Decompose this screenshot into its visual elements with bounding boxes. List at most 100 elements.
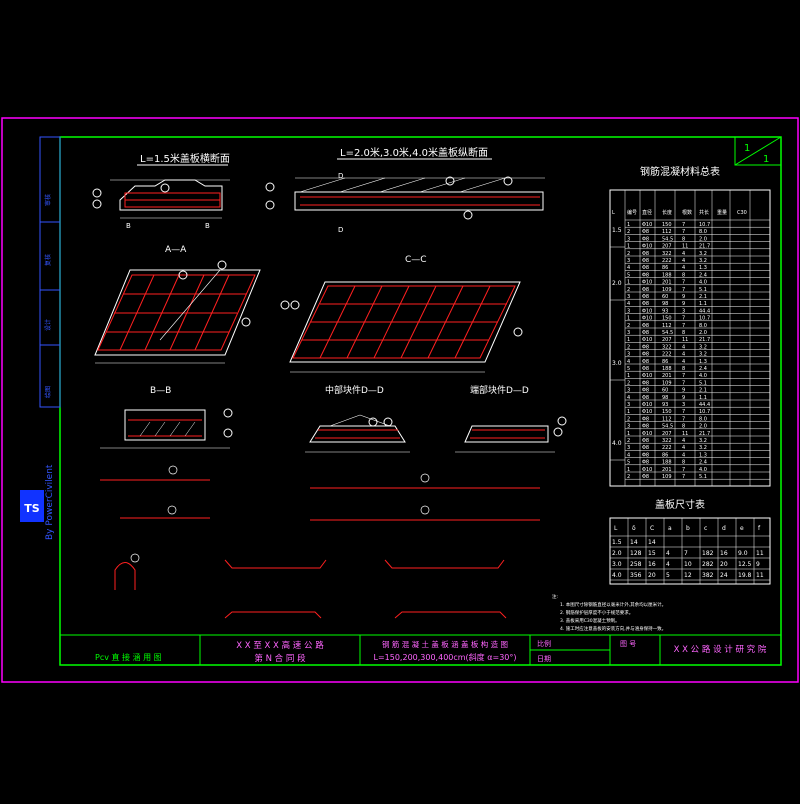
- dimension-cell: 14: [648, 539, 656, 546]
- materials-cell: Φ10: [642, 431, 652, 437]
- materials-header-cell: L: [612, 210, 615, 216]
- institute: X X 公 路 设 计 研 究 院: [674, 644, 767, 655]
- materials-cell: 201: [662, 280, 672, 286]
- materials-cell: 5: [627, 272, 630, 278]
- section-d-mid: 中部块件D—D: [305, 384, 410, 453]
- dimension-cell: 3.0: [612, 561, 622, 568]
- sidebar-cell-4: 绘图: [44, 386, 52, 398]
- materials-cell: 2.4: [699, 460, 707, 466]
- materials-cell: 2.1: [699, 388, 707, 394]
- dimension-cell: 2.0: [612, 550, 622, 557]
- materials-cell: 21.7: [699, 337, 710, 343]
- materials-cell: 4: [682, 352, 685, 358]
- outer-border: [1, 117, 799, 683]
- section-15: L=1.5米盖板横断面 B B: [92, 152, 230, 230]
- materials-cell: 3: [627, 258, 630, 264]
- materials-cell: 4: [682, 344, 685, 350]
- materials-cell: 10.7: [699, 222, 710, 228]
- materials-cell: 1.3: [699, 452, 707, 458]
- dimension-cell: 382: [702, 572, 714, 579]
- materials-cell: 2.4: [699, 366, 707, 372]
- materials-cell: 4: [627, 359, 630, 365]
- materials-cell: Φ8: [642, 460, 649, 466]
- materials-cell: 1: [627, 316, 630, 322]
- materials-cell: 1: [627, 373, 630, 379]
- materials-cell: 7: [682, 316, 685, 322]
- materials-cell: 86: [662, 359, 668, 365]
- materials-cell: 11: [682, 244, 688, 250]
- materials-cell: Φ8: [642, 344, 649, 350]
- stamp-top: 1: [744, 143, 750, 154]
- materials-cell: 3: [627, 388, 630, 394]
- project-line1: X X 至 X X 高 速 公 路: [236, 640, 324, 651]
- materials-cell: Φ8: [642, 294, 649, 300]
- materials-cell: Φ8: [642, 287, 649, 293]
- materials-cell: 4: [682, 438, 685, 444]
- materials-cell: 4: [682, 251, 685, 257]
- materials-cell: 109: [662, 380, 672, 386]
- stamp-bottom: 1: [763, 154, 769, 165]
- materials-cell: 5.1: [699, 474, 707, 480]
- dimension-header-cell: L: [614, 525, 618, 532]
- plan-c-title: C—C: [405, 255, 427, 265]
- materials-cell: 3: [682, 402, 685, 408]
- materials-cell: Φ8: [642, 388, 649, 394]
- sidebar-cell-3: 设计: [44, 319, 52, 331]
- dimension-cell: 20: [720, 561, 728, 568]
- materials-cell: Φ8: [642, 272, 649, 278]
- materials-cell: 3: [627, 402, 630, 408]
- dimension-header-cell: δ: [632, 525, 636, 532]
- dimension-cell: 4: [666, 550, 670, 557]
- materials-cell: 2.0: [699, 236, 707, 242]
- section-234-title: L=2.0米,3.0米,4.0米盖板纵断面: [340, 146, 488, 159]
- materials-cell: Φ8: [642, 416, 649, 422]
- materials-cell: 7: [682, 287, 685, 293]
- materials-cell: 9: [682, 388, 685, 394]
- materials-cell: 322: [662, 251, 672, 257]
- materials-table-title: 钢筋混凝材料总表: [640, 165, 720, 178]
- figure-label: 图 号: [620, 640, 636, 648]
- materials-cell: 21.7: [699, 244, 710, 250]
- materials-cell: 322: [662, 438, 672, 444]
- materials-cell: 10.7: [699, 316, 710, 322]
- dimension-cell: 5: [666, 572, 670, 579]
- materials-cell: Φ8: [642, 395, 649, 401]
- note-1: 1. 本图尺寸除钢筋直径以毫米计外,其余均以厘米计。: [560, 601, 666, 608]
- project-line2: 第 N 合 同 段: [254, 653, 306, 664]
- materials-cell: Φ8: [642, 258, 649, 264]
- materials-cell: 150: [662, 409, 672, 415]
- materials-cell: 3: [682, 308, 685, 314]
- materials-cell: 1: [627, 467, 630, 473]
- materials-cell: 4.0: [699, 373, 707, 379]
- dimension-cell: 4: [666, 561, 670, 568]
- materials-cell: 3.2: [699, 438, 707, 444]
- cut-b-right: B: [205, 222, 210, 230]
- materials-cell: 1: [627, 244, 630, 250]
- materials-cell: 2: [627, 416, 630, 422]
- materials-cell: 8: [682, 460, 685, 466]
- cut-b-left: B: [126, 222, 131, 230]
- dimension-cell: 15: [648, 550, 656, 557]
- materials-cell: 11: [682, 337, 688, 343]
- sheet-stamp: 1 1: [734, 136, 782, 166]
- materials-cell: Φ8: [642, 330, 649, 336]
- dimension-cell: 9.0: [738, 550, 748, 557]
- dimension-cell: 9: [756, 561, 760, 568]
- materials-cell: 7: [682, 416, 685, 422]
- materials-cell: 322: [662, 344, 672, 350]
- materials-cell: 4: [627, 395, 630, 401]
- materials-cell: 1.3: [699, 265, 707, 271]
- materials-cell: 1: [627, 222, 630, 228]
- materials-cell: 2: [627, 438, 630, 444]
- materials-header-cell: 重量: [717, 209, 727, 216]
- cut-d-bottom: D: [338, 226, 343, 234]
- materials-cell: 112: [662, 416, 672, 422]
- materials-cell: 112: [662, 323, 672, 329]
- materials-cell: 4: [682, 258, 685, 264]
- materials-cell: Φ8: [642, 229, 649, 235]
- materials-cell: 7: [682, 229, 685, 235]
- materials-cell: 2.0: [699, 330, 707, 336]
- materials-cell: 109: [662, 287, 672, 293]
- plan-a-rebar-grid: [97, 274, 256, 351]
- dimension-cell: 4.0: [612, 572, 622, 579]
